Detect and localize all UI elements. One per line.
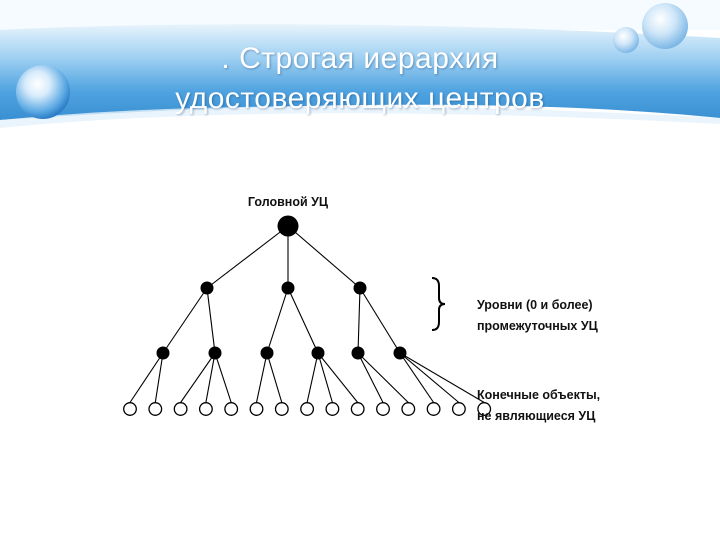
intermediate-ca-node [260,346,274,360]
intermediate-ca-node [208,346,222,360]
intermediate-ca-node [353,281,367,295]
header-background [0,0,720,128]
leaf-label-line1: Конечные объекты, [477,388,600,402]
end-entity-node [224,402,239,416]
intermediate-ca-node [156,346,170,360]
tree-edge [266,287,289,354]
bubble-decoration-right-large [642,3,688,49]
root-ca-node [277,215,299,237]
tree-edge [399,352,460,403]
end-entity-node [198,402,213,416]
intermediate-ca-node [200,281,214,295]
bubble-decoration-left [16,65,70,119]
slide-title-line2: удостоверяющих центров [175,82,545,115]
tree-edge [317,352,359,403]
tree-edge [399,352,485,403]
bubble-decoration-right-small [613,27,639,53]
tree-edge [206,225,289,289]
tree-edge [154,352,164,403]
header-band: . Строгая иерархия удостоверяющих центро… [0,0,720,150]
end-entity-node [401,402,416,416]
tree-edges [129,225,485,403]
leaf-label-line2: не являющиеся УЦ [477,409,596,423]
intermediate-ca-node [393,346,407,360]
end-entity-node [300,402,315,416]
end-entity-node [148,402,163,416]
end-entity-node [274,402,289,416]
tree-edge [357,352,409,403]
tree-edge [317,352,333,403]
tree-edge [399,352,435,403]
tree-edge [205,352,216,403]
end-entity-node [350,402,365,416]
tree-edge [129,352,164,403]
brace-icon [431,277,446,331]
tree-edge [255,352,268,403]
slide-title-line1: . Строгая иерархия [221,42,499,75]
tree-edge [162,287,208,354]
intermediate-ca-node [311,346,325,360]
tree-edge [206,287,216,354]
tree-edge [359,287,401,354]
intermediate-label-line2: промежуточных УЦ [477,319,599,333]
end-entity-node [249,402,264,416]
tree-edge [266,352,283,403]
end-entity-node [451,402,466,416]
slide-title: . Строгая иерархия удостоверяющих центро… [0,38,720,120]
end-entity-node [173,402,188,416]
end-entity-node [426,402,441,416]
end-entity-node [477,402,492,416]
tree-edge [357,287,361,354]
tree-edge [214,352,232,403]
tree-edge [306,352,319,403]
root-label: Головной УЦ [248,195,329,209]
tree-nodes [123,215,492,416]
intermediate-ca-node [281,281,295,295]
end-entity-node [123,402,137,416]
tree-edge [287,287,319,354]
tree-edge [180,352,216,403]
tree-edge [287,225,361,289]
header-wave [0,24,720,120]
intermediate-label-line1: Уровни (0 и более) [477,298,593,312]
tree-edge [357,352,384,403]
end-entity-node [376,402,390,416]
intermediate-ca-node [351,346,365,360]
end-entity-node [325,402,340,416]
